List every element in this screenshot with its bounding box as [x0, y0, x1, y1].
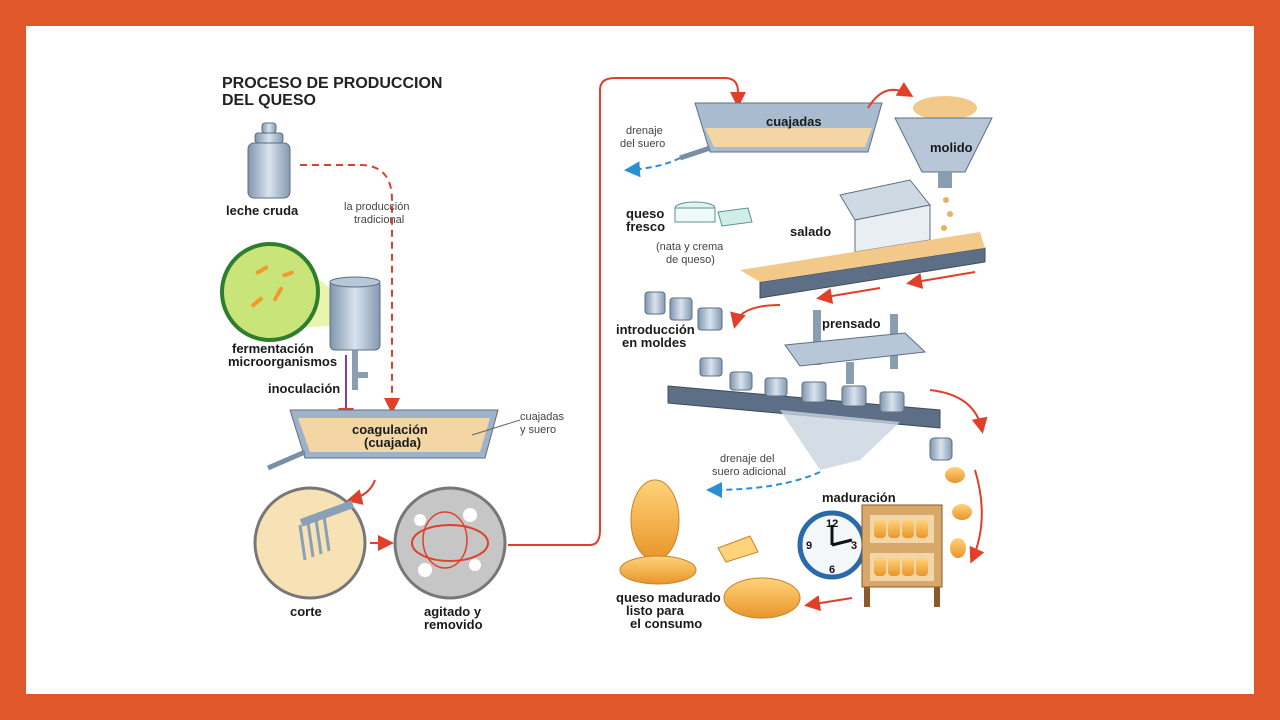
label-cuajadas: cuajadas	[766, 114, 822, 129]
clock-3: 3	[851, 540, 857, 552]
clock-9: 9	[806, 540, 812, 552]
traditional-path-arrow	[300, 164, 400, 414]
cutting-circle-icon	[253, 486, 367, 600]
belt-arrow-1	[906, 271, 976, 289]
label-inoculacion: inoculación	[268, 381, 340, 396]
label-agitado-2: removido	[424, 617, 483, 632]
label-produccion-tradicional-2: tradicional	[354, 214, 404, 226]
belt-arrow-2	[816, 287, 881, 304]
label-introduccion-2: en moldes	[622, 335, 686, 350]
label-queso-fresco-2: fresco	[626, 219, 665, 234]
arrow-to-maduracion	[929, 389, 988, 434]
clock-6: 6	[829, 564, 835, 576]
label-nata-1: (nata y crema	[656, 241, 724, 253]
label-coagulacion-1: coagulación	[352, 422, 428, 437]
fresh-cheese-icon	[674, 201, 753, 227]
whey-drain-arrow	[624, 157, 681, 178]
label-introduccion-1: introducción	[616, 322, 695, 337]
curd-trough-icon	[679, 102, 883, 161]
clock-icon: 12 3 6 9	[797, 510, 867, 580]
mill-icon	[894, 96, 993, 188]
label-drenaje-adicional-2: suero adicional	[712, 466, 786, 478]
label-salado: salado	[790, 224, 831, 239]
label-drenaje-suero-1: drenaje	[626, 125, 663, 137]
molds-icon	[644, 291, 723, 331]
label-cuajadas-suero-2: y suero	[520, 424, 556, 436]
molded-cheese-icons	[699, 357, 905, 413]
milk-can-icon	[247, 122, 291, 199]
conveyor-belt-1	[740, 232, 986, 299]
label-fermentacion-1: fermentación	[232, 341, 314, 356]
label-queso-madurado-2: listo para	[626, 603, 685, 618]
label-agitado-1: agitado y	[424, 604, 482, 619]
label-coagulacion-2: (cuajada)	[364, 435, 421, 450]
label-prensado: prensado	[822, 316, 881, 331]
arrow-to-moldes	[730, 304, 781, 329]
label-fermentacion-2: microorganismos	[228, 354, 337, 369]
clock-12: 12	[826, 518, 838, 530]
arrow-to-corte	[346, 479, 376, 505]
ripening-shelf-icon	[861, 504, 943, 607]
label-molido: molido	[930, 140, 973, 155]
diagram-title-line1: PROCESO DE PRODUCCION	[222, 75, 442, 92]
ripened-cheese-icon	[619, 479, 801, 619]
label-queso-madurado-3: el consumo	[630, 616, 702, 631]
label-corte: corte	[290, 604, 322, 619]
callout-line	[471, 419, 521, 436]
label-drenaje-adicional-1: drenaje del	[720, 453, 774, 465]
label-maduracion: maduración	[822, 490, 896, 505]
stirring-circle-icon	[393, 486, 507, 600]
label-drenaje-suero-2: del suero	[620, 138, 665, 150]
label-produccion-tradicional-1: la producción	[344, 201, 409, 213]
falling-cheese-icons	[929, 437, 972, 558]
label-nata-2: de queso)	[666, 254, 715, 266]
coagulation-vat-icon	[267, 409, 499, 471]
label-queso-fresco-1: queso	[626, 206, 664, 221]
culture-tank-icon	[329, 276, 381, 390]
microorganism-circle-icon	[220, 242, 320, 342]
conveyor-belt-2	[667, 385, 941, 470]
label-queso-madurado-1: queso madurado	[616, 590, 721, 605]
press-icon	[784, 310, 927, 384]
diagram-title-line2: DEL QUESO	[222, 92, 316, 109]
label-cuajadas-suero-1: cuajadas	[520, 411, 565, 423]
arrow-to-cuajadas	[508, 77, 746, 546]
label-leche-cruda: leche cruda	[226, 203, 299, 218]
arrow-to-queso-madurado	[804, 595, 853, 612]
salting-block-icon	[839, 179, 931, 253]
falling-curd-icon	[941, 197, 955, 243]
arrow-to-molido	[867, 81, 914, 109]
arrow-falling	[969, 469, 985, 564]
